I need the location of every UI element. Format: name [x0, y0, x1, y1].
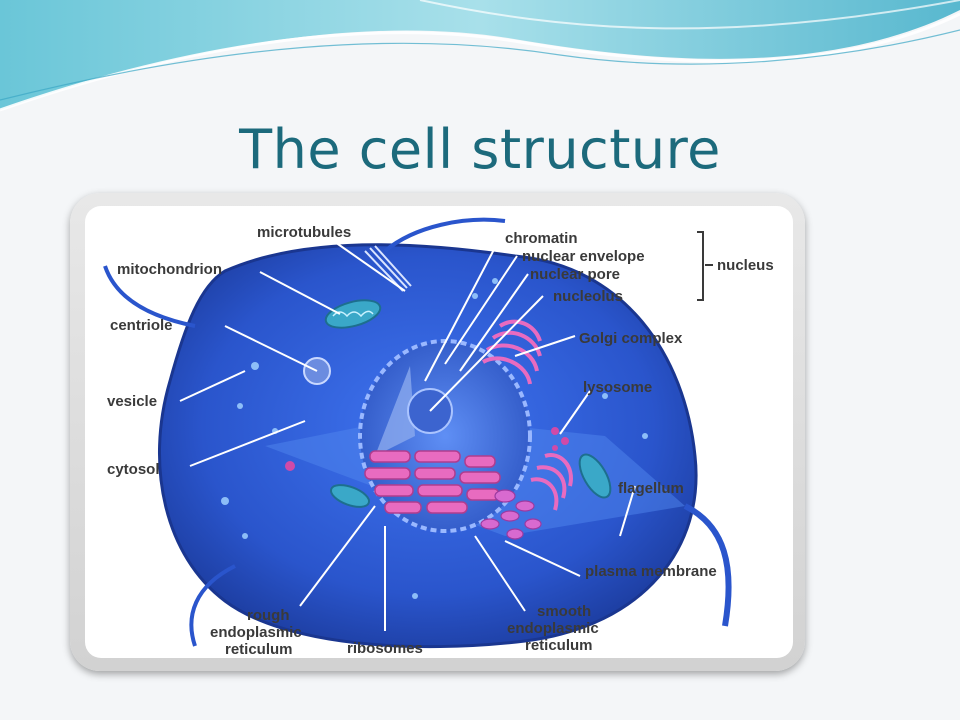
label-rough-er-line1: rough	[247, 607, 290, 624]
cell-filament	[383, 217, 506, 253]
label-microtubules: microtubules	[257, 224, 351, 241]
label-cytosol: cytosol	[107, 461, 160, 478]
mitochondrion-shape	[578, 453, 612, 499]
label-chromatin: chromatin	[505, 230, 578, 247]
label-nucleolus: nucleolus	[553, 288, 623, 305]
nucleus-bracket	[697, 231, 704, 301]
label-rough-er-line3: reticulum	[225, 641, 293, 658]
label-smooth-er-line3: reticulum	[525, 637, 593, 654]
label-ribosomes: ribosomes	[347, 640, 423, 657]
label-nuclear-envelope: nuclear envelope	[522, 248, 645, 265]
label-mitochondrion: mitochondrion	[117, 261, 222, 278]
label-smooth-er: smooth endoplasmic reticulum	[507, 603, 603, 654]
vesicle-dots	[221, 278, 648, 599]
mitochondrion-shape	[324, 299, 382, 329]
label-smooth-er-line2: endoplasmic	[507, 620, 599, 637]
label-golgi-complex: Golgi complex	[579, 330, 683, 347]
label-lysosome: lysosome	[583, 379, 652, 396]
label-rough-er: rough endoplasmic reticulum	[210, 607, 306, 658]
label-nuclear-pore: nuclear pore	[530, 266, 620, 283]
smooth-er-shape	[480, 489, 542, 540]
label-smooth-er-line1: smooth	[537, 603, 591, 620]
cell-diagram-picture: microtubules mitochondrion centriole ves…	[85, 206, 793, 658]
lysosome-shape	[285, 427, 569, 471]
label-rough-er-line2: endoplasmic	[210, 624, 302, 641]
cell-diagram: microtubules mitochondrion centriole ves…	[103, 217, 774, 658]
label-vesicle: vesicle	[107, 393, 157, 410]
flagellum-filament	[683, 503, 732, 627]
cell-filament	[189, 564, 236, 647]
header-wave-decoration	[0, 0, 960, 112]
label-nucleus: nucleus	[717, 257, 774, 274]
rough-er-shape	[364, 450, 501, 514]
label-flagellum: flagellum	[618, 480, 684, 497]
mitochondrion-shape	[329, 484, 371, 508]
leader-lines	[179, 237, 636, 631]
slide-title: The cell structure	[239, 118, 721, 181]
nucleus-cutaway	[375, 366, 415, 456]
cell-filament	[103, 265, 196, 328]
label-plasma-membrane: plasma membrane	[585, 563, 717, 580]
golgi-complex-shape-lower	[530, 453, 573, 511]
label-centriole: centriole	[110, 317, 173, 334]
